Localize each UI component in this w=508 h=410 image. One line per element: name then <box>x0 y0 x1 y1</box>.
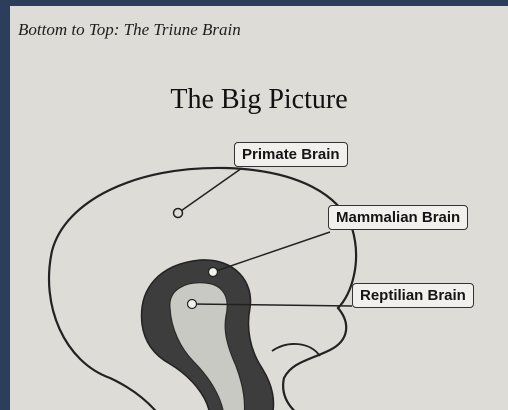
mammalian-marker-dot <box>209 268 218 277</box>
primate-brain-label: Primate Brain <box>234 142 348 167</box>
book-page: Bottom to Top: The Triune Brain The Big … <box>10 6 508 410</box>
mammalian-leader-line <box>213 232 330 272</box>
reptilian-brain-label: Reptilian Brain <box>352 283 474 308</box>
primate-marker-dot <box>174 209 183 218</box>
cerebellum-outline <box>272 344 320 356</box>
reptilian-marker-dot <box>188 300 197 309</box>
primate-leader-line <box>178 168 242 213</box>
mammalian-brain-label: Mammalian Brain <box>328 205 468 230</box>
